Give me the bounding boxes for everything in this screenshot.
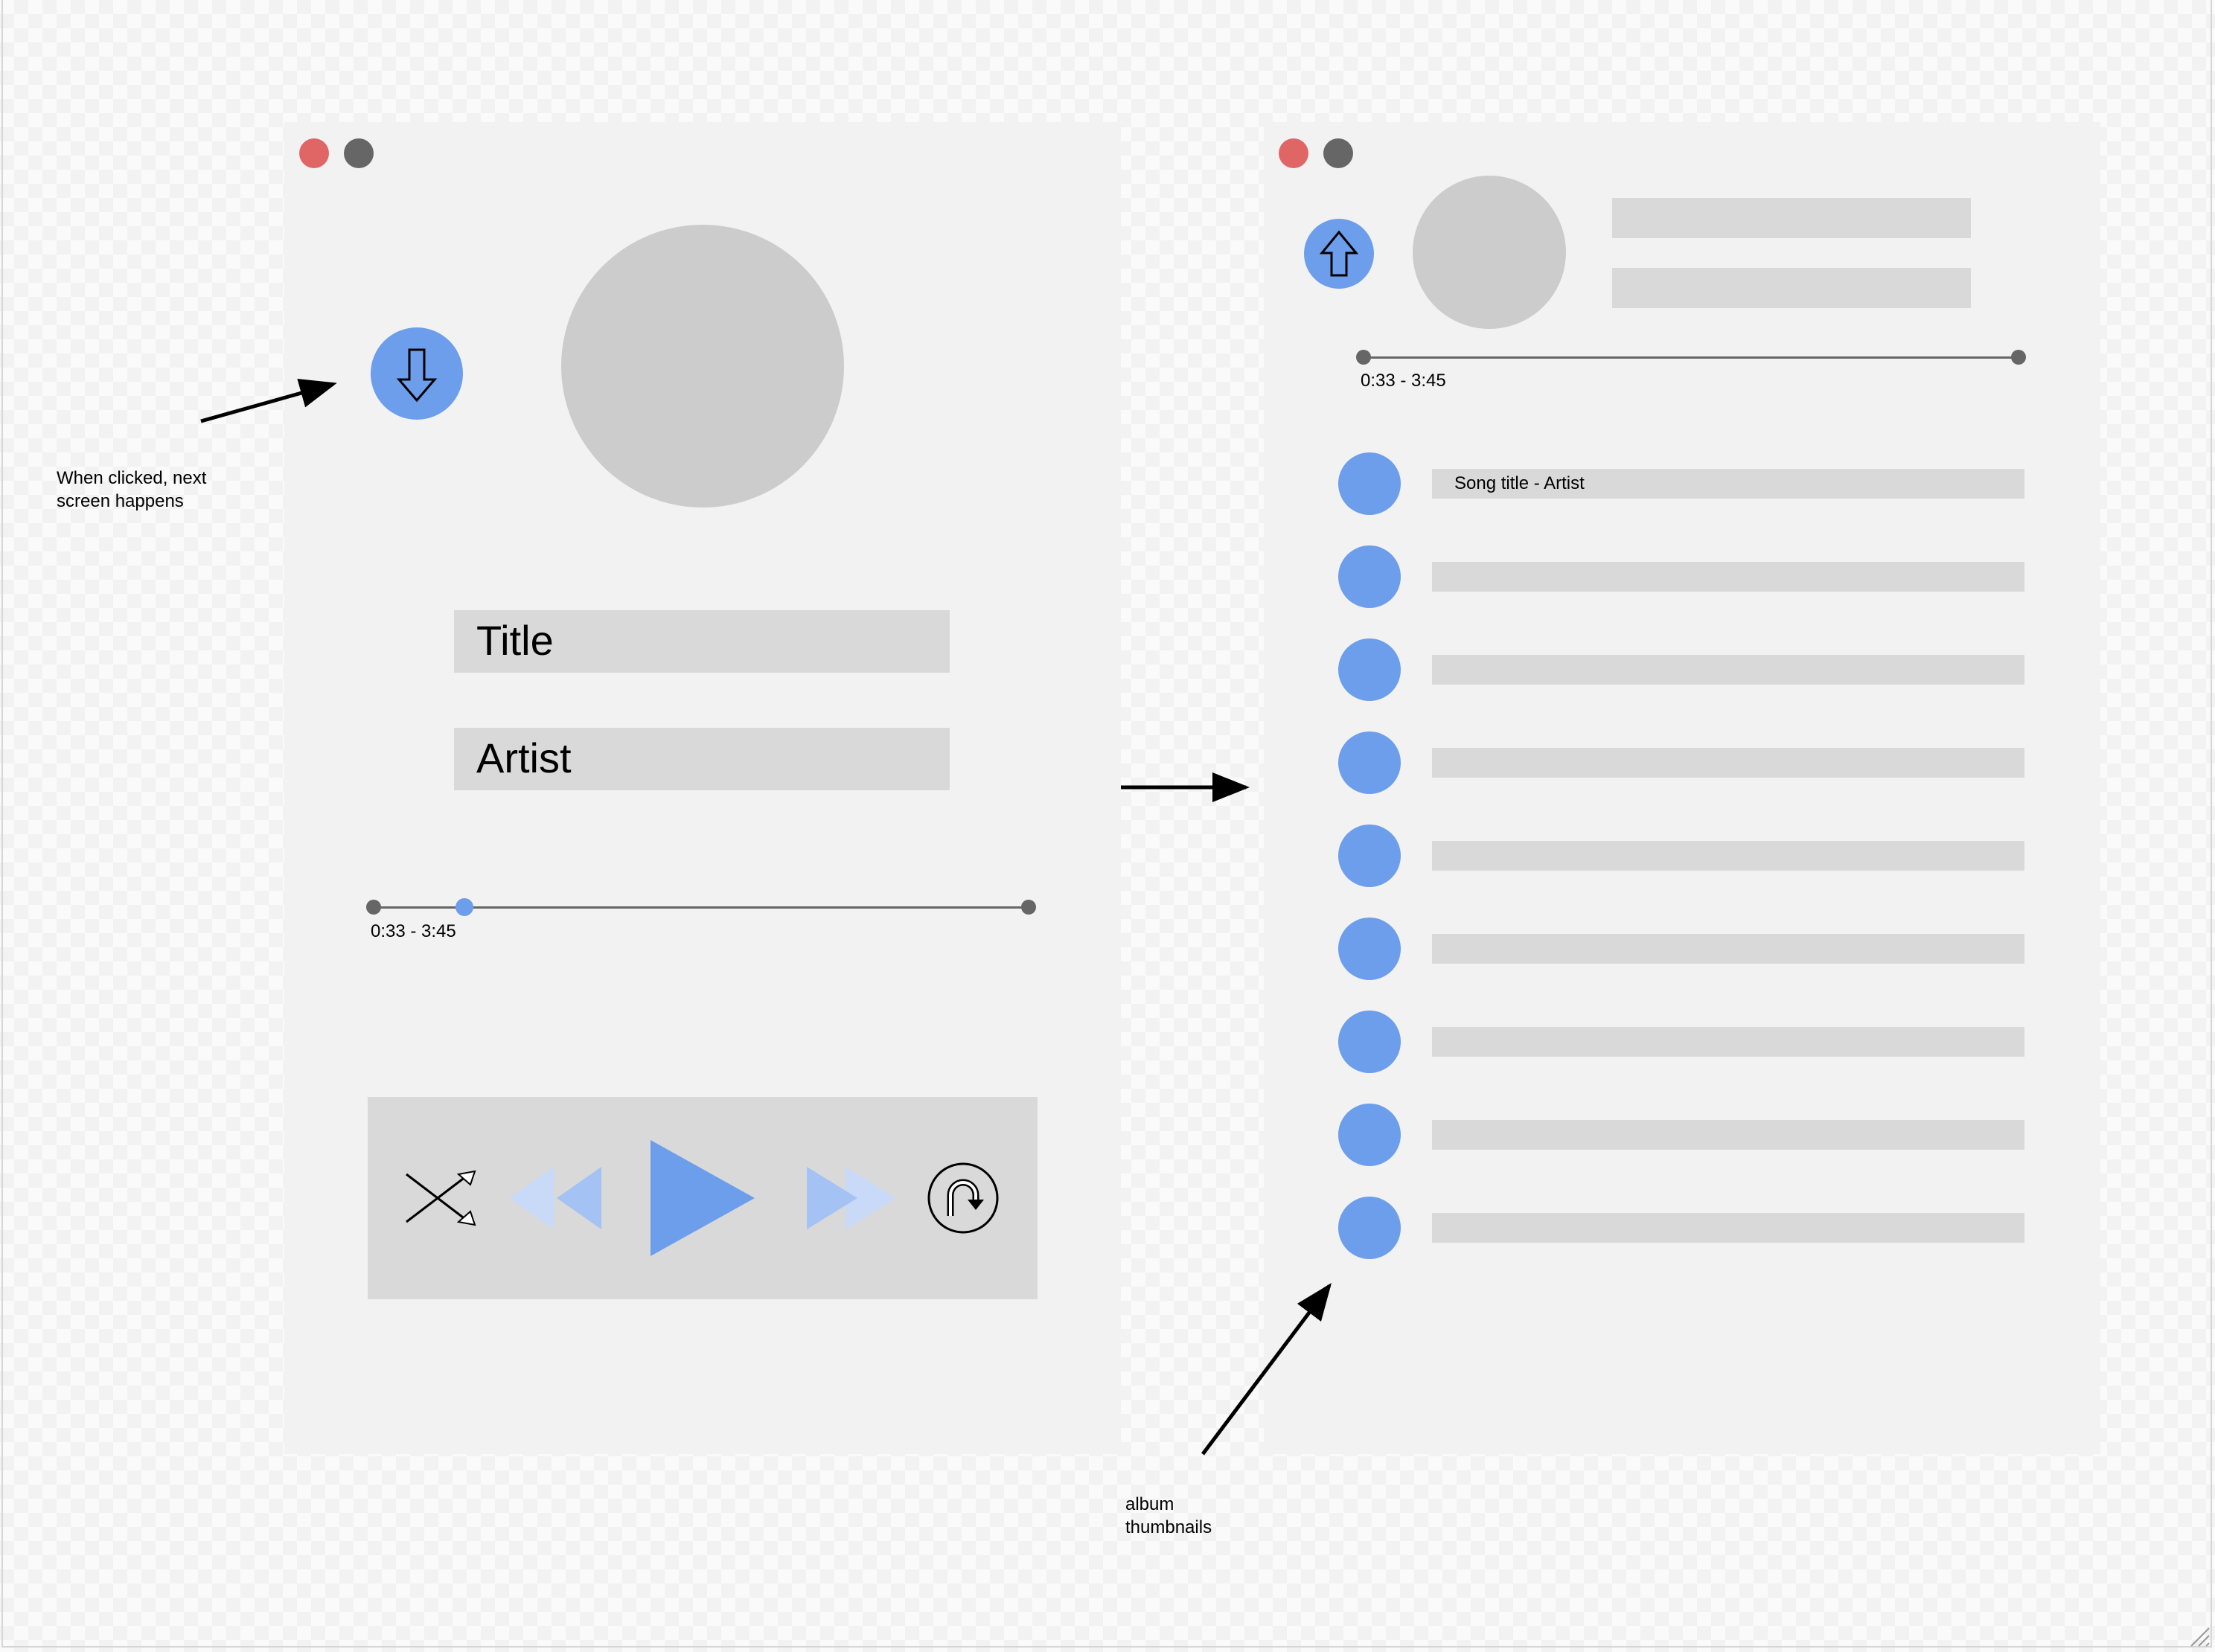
playlist-screen: 0:33 - 3:45 Song title - Artist [1264,122,2100,1454]
song-row-bar [1432,1120,2024,1150]
album-thumbnail [1338,545,1401,608]
window-minimize-dot[interactable] [1323,138,1353,168]
mini-title-placeholder [1612,198,1971,238]
play-icon[interactable] [651,1140,755,1256]
expand-player-button[interactable] [1304,219,1374,289]
list-item[interactable] [1264,1011,2100,1073]
arrow-up-icon [1319,230,1359,277]
album-thumbnail [1338,638,1401,701]
rewind-icon[interactable] [509,1167,606,1229]
window-minimize-dot[interactable] [344,138,374,168]
thumbnail-annotation: album thumbnails [1125,1494,1212,1537]
fast-forward-icon[interactable] [804,1167,901,1229]
song-row-bar [1432,1213,2024,1243]
list-item[interactable] [1264,638,2100,701]
playback-controls [368,1097,1038,1299]
time-readout: 0:33 - 3:45 [1361,371,1446,391]
album-thumbnail [1338,1011,1401,1073]
now-playing-screen: Title Artist 0:33 - 3:45 [284,122,1121,1454]
song-row-label: Song title - Artist [1454,473,1585,493]
album-art [561,225,844,508]
window-close-dot[interactable] [1279,138,1308,168]
artist-field: Artist [454,728,950,790]
list-item[interactable] [1264,1104,2100,1166]
arrow-down-icon [396,348,438,403]
artist-text: Artist [476,734,572,781]
window-close-dot[interactable] [299,138,329,168]
time-readout: 0:33 - 3:45 [371,921,456,941]
song-row-bar [1432,841,2024,871]
title-text: Title [476,617,554,664]
list-item[interactable] [1264,918,2100,980]
shuffle-icon[interactable] [403,1168,478,1228]
album-thumbnail [1338,731,1401,794]
song-row-bar [1432,562,2024,592]
progress-start-knob [366,900,381,915]
progress-end-knob [2011,350,2026,365]
progress-end-knob [1021,900,1036,915]
album-thumbnail [1338,918,1401,980]
title-field: Title [454,610,950,673]
list-item[interactable]: Song title - Artist [1264,452,2100,515]
list-item[interactable] [1264,731,2100,794]
progress-track[interactable] [1364,356,2019,359]
list-item[interactable] [1264,1197,2100,1259]
minimize-player-button[interactable] [371,327,463,420]
song-row-bar: Song title - Artist [1432,469,2024,499]
mini-album-art [1413,176,1566,329]
resize-handle-icon[interactable] [2188,1625,2211,1648]
progress-track[interactable] [374,906,1029,909]
mini-artist-placeholder [1612,268,1971,308]
album-thumbnail [1338,1104,1401,1166]
list-item[interactable] [1264,825,2100,887]
song-row-bar [1432,748,2024,778]
album-thumbnail [1338,1197,1401,1259]
song-row-bar [1432,1027,2024,1057]
click-annotation: When clicked, next screen happens [57,468,207,511]
list-item[interactable] [1264,545,2100,608]
song-row-bar [1432,655,2024,685]
album-thumbnail [1338,825,1401,887]
repeat-icon[interactable] [926,1161,1000,1235]
song-row-bar [1432,934,2024,964]
progress-start-knob [1356,350,1371,365]
progress-handle[interactable] [456,898,473,916]
album-thumbnail [1338,452,1401,515]
